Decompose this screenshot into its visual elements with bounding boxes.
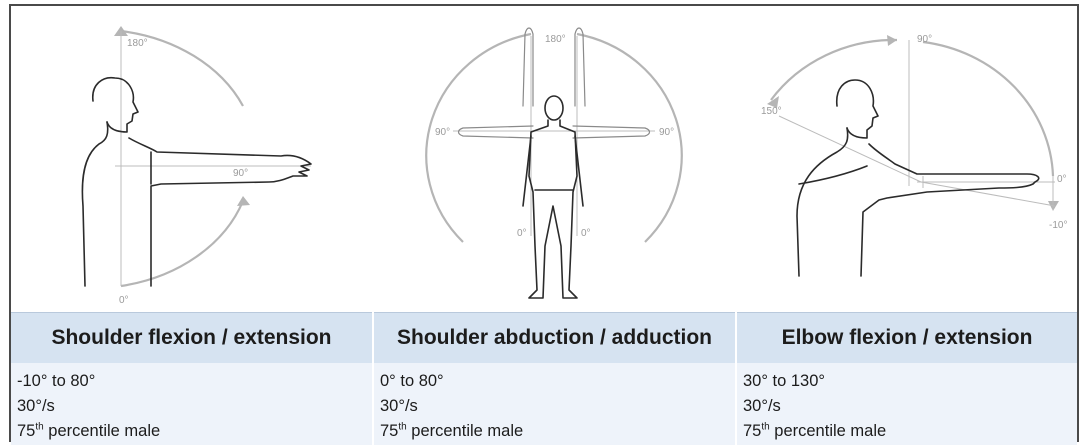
figure-frame: 180° 90° 0°: [9, 4, 1079, 442]
flexion-mid-label: 90°: [233, 168, 248, 179]
percentile-text: percentile male: [407, 422, 523, 440]
column-elbow-flexion: Elbow flexion / extension 30° to 130° 30…: [737, 312, 1077, 444]
percentile-number: 75: [380, 422, 398, 440]
speed-row: 30°/s: [17, 394, 372, 419]
parameter-table: Shoulder flexion / extension -10° to 80°…: [11, 312, 1077, 444]
column-divider: [372, 312, 374, 444]
flexion-lower-arc: [121, 201, 243, 286]
percentile-text: percentile male: [44, 422, 160, 440]
arc-arrowhead-mid-icon: [237, 196, 250, 206]
range-row: 0° to 80°: [380, 369, 735, 394]
column-divider: [735, 312, 737, 444]
arm-outline: [129, 138, 311, 286]
percentile-row: 75th percentile male: [17, 419, 372, 444]
abduction-left-label: 90°: [435, 127, 450, 138]
head-outline: [93, 78, 138, 132]
back-outline: [82, 122, 107, 286]
elbow-right-label: 0°: [1057, 174, 1067, 185]
column-body: 30° to 130° 30°/s 75th percentile male: [737, 363, 1077, 445]
shoulder-abduction-drawing: 180° 90° 90° 0° 0°: [373, 6, 735, 312]
percentile-number: 75: [743, 422, 761, 440]
elbow-bottom-label: -10°: [1049, 220, 1067, 231]
shoulder-abduction-illustration: 180° 90° 90° 0° 0°: [373, 6, 735, 312]
percentile-suffix: th: [35, 422, 43, 433]
shoulder-flexion-drawing: 180° 90° 0°: [11, 6, 371, 312]
outstretched-arms: [459, 126, 650, 138]
flexion-top-label: 180°: [127, 38, 148, 49]
abduction-top-label: 180°: [545, 34, 566, 45]
elbow-left-label: 150°: [761, 106, 782, 117]
abduction-right-label: 90°: [659, 127, 674, 138]
percentile-number: 75: [17, 422, 35, 440]
range-row: -10° to 80°: [17, 369, 372, 394]
back-outline-2: [797, 128, 848, 276]
flexion-bottom-label: 0°: [119, 295, 129, 306]
elbow-flexion-drawing: 90° 150° 0° -10°: [737, 6, 1077, 312]
abduction-bottom-left-label: 0°: [517, 228, 527, 239]
percentile-text: percentile male: [770, 422, 886, 440]
elbow-top-label: 90°: [917, 34, 932, 45]
column-title: Elbow flexion / extension: [737, 312, 1077, 363]
abduction-bottom-right-label: 0°: [581, 228, 591, 239]
column-body: 0° to 80° 30°/s 75th percentile male: [374, 363, 735, 445]
arm-outline-2: [861, 144, 1039, 276]
column-title: Shoulder abduction / adduction: [374, 312, 735, 363]
percentile-suffix: th: [398, 422, 406, 433]
elbow-flexion-illustration: 90° 150° 0° -10°: [737, 6, 1077, 312]
head-outline-2: [837, 80, 878, 138]
column-body: -10° to 80° 30°/s 75th percentile male: [11, 363, 372, 445]
illustrations-row: 180° 90° 0°: [11, 6, 1077, 312]
column-shoulder-abduction: Shoulder abduction / adduction 0° to 80°…: [374, 312, 735, 444]
elbow-left-arc: [771, 40, 897, 100]
speed-row: 30°/s: [743, 394, 1077, 419]
percentile-suffix: th: [761, 422, 769, 433]
column-shoulder-flexion: Shoulder flexion / extension -10° to 80°…: [11, 312, 372, 444]
man-side-figure: [82, 78, 311, 286]
column-title: Shoulder flexion / extension: [11, 312, 372, 363]
speed-row: 30°/s: [380, 394, 735, 419]
percentile-row: 75th percentile male: [380, 419, 735, 444]
percentile-row: 75th percentile male: [743, 419, 1077, 444]
range-row: 30° to 130°: [743, 369, 1077, 394]
elbow-right-arc: [923, 42, 1053, 176]
shoulder-flexion-illustration: 180° 90° 0°: [11, 6, 371, 312]
front-body: [529, 120, 577, 298]
front-head: [545, 96, 563, 120]
elbow-neg10-guide: [921, 182, 1055, 206]
man-side-figure-2: [797, 80, 1039, 276]
right-outstretched-arm: [573, 126, 650, 138]
left-outstretched-arm: [459, 126, 534, 138]
elbow-arrowhead-top-icon: [887, 35, 897, 46]
front-arms-down: [523, 136, 583, 206]
